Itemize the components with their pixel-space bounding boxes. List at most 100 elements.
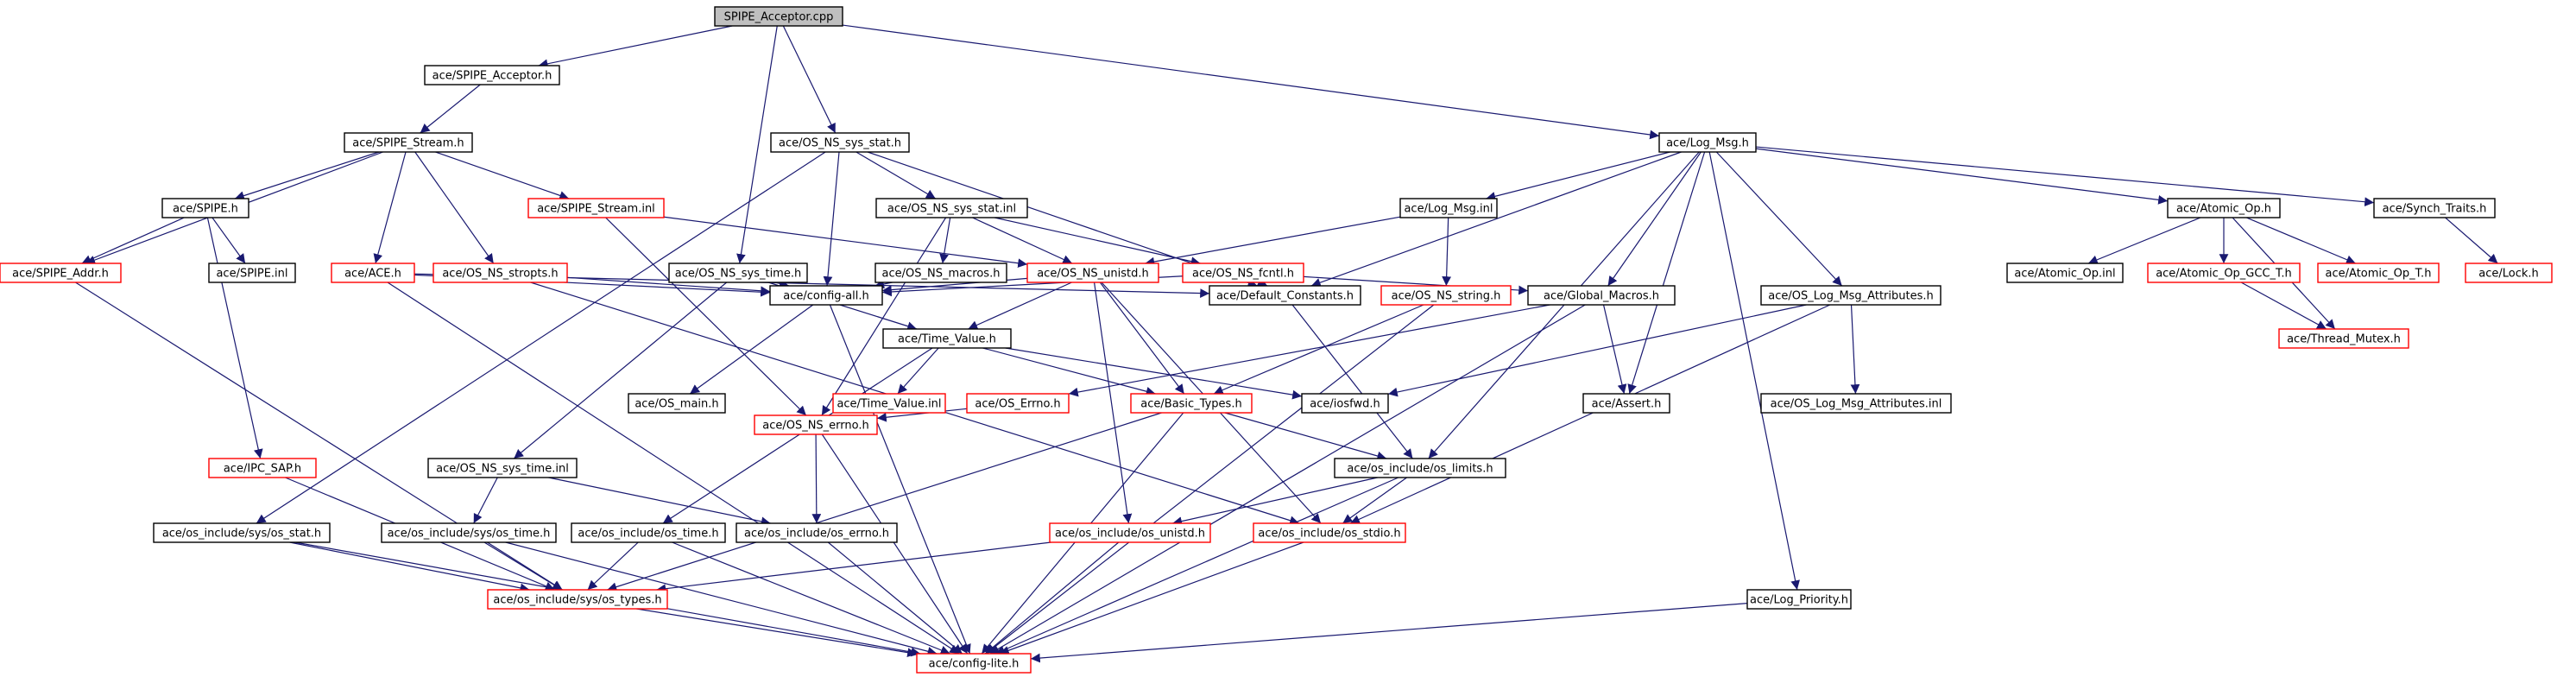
node-box <box>1527 285 1676 306</box>
node-label: ace/SPIPE_Addr.h <box>12 268 109 281</box>
node-os_ns_sys_stat_h[interactable]: ace/OS_NS_sys_stat.h <box>770 132 910 153</box>
node-label: ace/Log_Priority.h <box>1750 594 1848 607</box>
node-spipe_stream_h[interactable]: ace/SPIPE_Stream.h <box>344 132 473 153</box>
node-label: SPIPE_Acceptor.cpp <box>724 11 834 24</box>
node-label: ace/os_include/sys/os_time.h <box>388 528 551 541</box>
node-os_ns_sys_stat_inl[interactable]: ace/OS_NS_sys_stat.inl <box>875 198 1028 218</box>
node-time_value_inl[interactable]: ace/Time_Value.inl <box>832 393 946 414</box>
node-lock_h[interactable]: ace/Lock.h <box>2465 263 2553 283</box>
node-label: ace/IPC_SAP.h <box>224 463 301 476</box>
edge-spipe_h-to-spipe_addr_h <box>81 217 185 264</box>
node-synch_traits_h[interactable]: ace/Synch_Traits.h <box>2373 198 2496 218</box>
node-config_all_h[interactable]: ace/config-all.h <box>769 285 883 306</box>
node-label: ace/ACE.h <box>344 268 401 281</box>
edge-os_limits_h-to-config_lite_h <box>994 477 1399 655</box>
node-os_main_h[interactable]: ace/OS_main.h <box>628 393 726 414</box>
node-basic_types_h[interactable]: ace/Basic_Types.h <box>1130 393 1253 414</box>
node-os_ns_sys_time_h[interactable]: ace/OS_NS_sys_time.h <box>668 263 808 283</box>
node-os_ns_errno_h[interactable]: ace/OS_NS_errno.h <box>754 414 878 435</box>
node-os_ns_string_h[interactable]: ace/OS_NS_string.h <box>1380 285 1512 306</box>
node-log_msg_inl[interactable]: ace/Log_Msg.inl <box>1399 198 1498 218</box>
node-os_ns_fcntl_h[interactable]: ace/OS_NS_fcntl.h <box>1182 263 1304 283</box>
edge-os_ns_errno_h-to-os_errno_inc_h <box>811 433 822 524</box>
node-os_ns_unistd_h[interactable]: ace/OS_NS_unistd.h <box>1026 263 1159 283</box>
edge-os_ns_sys_time_h-to-os_ns_sys_time_inl <box>513 282 728 459</box>
node-time_value_h[interactable]: ace/Time_Value.h <box>882 328 1012 349</box>
node-sys_os_stat_h[interactable]: ace/os_include/sys/os_stat.h <box>153 522 331 543</box>
node-global_macros_h[interactable]: ace/Global_Macros.h <box>1527 285 1676 306</box>
node-label: ace/OS_NS_sys_time.inl <box>436 463 569 476</box>
edge-os_ns_errno_h-to-config_lite_h <box>821 433 969 655</box>
node-thread_mutex_h[interactable]: ace/Thread_Mutex.h <box>2278 328 2409 349</box>
node-atomic_op_h[interactable]: ace/Atomic_Op.h <box>2167 198 2281 218</box>
node-os_errno_h[interactable]: ace/OS_Errno.h <box>966 393 1070 414</box>
node-default_constants_h[interactable]: ace/Default_Constants.h <box>1209 285 1361 306</box>
node-box <box>1760 285 1941 306</box>
node-log_priority_h[interactable]: ace/Log_Priority.h <box>1746 589 1852 610</box>
node-spipe_stream_inl[interactable]: ace/SPIPE_Stream.inl <box>527 198 665 218</box>
node-spipe_acceptor_h[interactable]: ace/SPIPE_Acceptor.h <box>424 65 560 85</box>
node-spipe_h[interactable]: ace/SPIPE.h <box>161 198 249 218</box>
edge-os_time_h-to-sys_os_types_h <box>587 541 639 591</box>
node-os_ns_sys_time_inl[interactable]: ace/OS_NS_sys_time.inl <box>427 458 578 478</box>
node-box <box>628 393 726 414</box>
node-box <box>1026 263 1159 283</box>
node-log_msg_h[interactable]: ace/Log_Msg.h <box>1658 132 1757 153</box>
node-label: ace/Assert.h <box>1592 398 1662 411</box>
node-assert_h[interactable]: ace/Assert.h <box>1582 393 1670 414</box>
edge-log_msg_h-to-synch_traits_h <box>1755 146 2375 207</box>
node-box <box>916 653 1032 674</box>
node-os_ns_stropts_h[interactable]: ace/OS_NS_stropts.h <box>432 263 568 283</box>
edge-os_ns_unistd_h-to-os_unistd_inc_h <box>1093 282 1133 524</box>
edge-os_limits_h-to-os_stdio_h <box>1342 477 1407 524</box>
node-os_unistd_inc_h[interactable]: ace/os_include/os_unistd.h <box>1049 522 1211 543</box>
node-ipc_sap_h[interactable]: ace/IPC_SAP.h <box>208 458 317 478</box>
node-box <box>331 263 415 283</box>
node-atomic_op_gcc_t_h[interactable]: ace/Atomic_Op_GCC_T.h <box>2147 263 2301 283</box>
edge-os_ns_sys_stat_h-to-config_all_h <box>823 151 840 287</box>
node-iosfwd_h[interactable]: ace/iosfwd.h <box>1301 393 1389 414</box>
node-box <box>714 6 843 27</box>
edge-os_ns_sys_stat_inl-to-os_ns_unistd_h <box>972 217 1073 264</box>
node-os_time_h[interactable]: ace/os_include/os_time.h <box>571 522 726 543</box>
node-label: ace/Default_Constants.h <box>1216 290 1354 303</box>
node-os_errno_inc_h[interactable]: ace/os_include/os_errno.h <box>736 522 898 543</box>
node-os_log_msg_attributes_inl[interactable]: ace/OS_Log_Msg_Attributes.inl <box>1760 393 1952 414</box>
node-box <box>2373 198 2496 218</box>
node-box <box>1182 263 1304 283</box>
node-atomic_op_t_h[interactable]: ace/Atomic_Op_T.h <box>2317 263 2440 283</box>
node-label: ace/config-lite.h <box>929 658 1020 671</box>
node-box <box>1253 522 1406 543</box>
node-config_lite_h[interactable]: ace/config-lite.h <box>916 653 1032 674</box>
edge-root-to-os_ns_sys_time_h <box>736 25 778 264</box>
node-box <box>1301 393 1389 414</box>
edge-spipe_stream_h-to-ace_h <box>373 151 407 264</box>
node-sys_os_types_h[interactable]: ace/os_include/sys/os_types.h <box>487 589 668 610</box>
edge-root-to-os_ns_sys_stat_h <box>782 25 837 134</box>
node-os_log_msg_attributes_h[interactable]: ace/OS_Log_Msg_Attributes.h <box>1760 285 1941 306</box>
node-os_stdio_h[interactable]: ace/os_include/os_stdio.h <box>1253 522 1406 543</box>
node-box <box>161 198 249 218</box>
edge-atomic_op_h-to-atomic_op_t_h <box>2246 217 2356 264</box>
node-label: ace/os_include/sys/os_stat.h <box>162 528 321 541</box>
node-os_ns_macros_h[interactable]: ace/OS_NS_macros.h <box>874 263 1007 283</box>
node-ace_h[interactable]: ace/ACE.h <box>331 263 415 283</box>
node-box <box>527 198 665 218</box>
node-box <box>966 393 1070 414</box>
node-box <box>1658 132 1757 153</box>
edge-time_value_h-to-os_time_h <box>662 347 933 524</box>
edge-log_msg_h-to-log_msg_inl <box>1486 151 1670 201</box>
node-box <box>1209 285 1361 306</box>
node-root[interactable]: SPIPE_Acceptor.cpp <box>714 6 843 27</box>
node-spipe_inl[interactable]: ace/SPIPE.inl <box>208 263 296 283</box>
node-label: ace/OS_Log_Msg_Attributes.inl <box>1771 398 1942 411</box>
node-os_limits_h[interactable]: ace/os_include/os_limits.h <box>1334 458 1506 478</box>
node-sys_os_time_h[interactable]: ace/os_include/sys/os_time.h <box>381 522 557 543</box>
node-spipe_addr_h[interactable]: ace/SPIPE_Addr.h <box>0 263 122 283</box>
node-label: ace/OS_NS_sys_time.h <box>675 268 801 281</box>
node-box <box>1582 393 1670 414</box>
edge-log_priority_h-to-config_lite_h <box>1030 603 1748 663</box>
node-atomic_op_inl[interactable]: ace/Atomic_Op.inl <box>2006 263 2124 283</box>
edge-sys_os_stat_h-to-sys_os_types_h <box>289 541 530 593</box>
edge-spipe_h-to-ipc_sap_h <box>206 217 263 459</box>
